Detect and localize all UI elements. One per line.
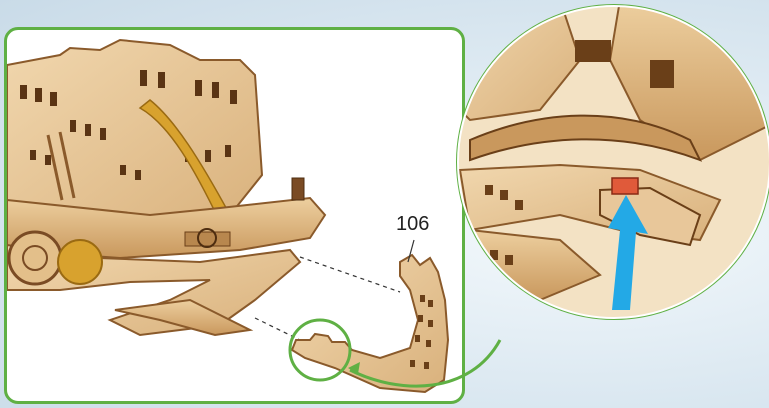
part-106-shape — [292, 255, 448, 392]
zoom-callout — [450, 0, 769, 330]
ship-model — [7, 40, 448, 392]
highlighted-slot — [612, 178, 638, 194]
part-number-label: 106 — [396, 213, 429, 236]
